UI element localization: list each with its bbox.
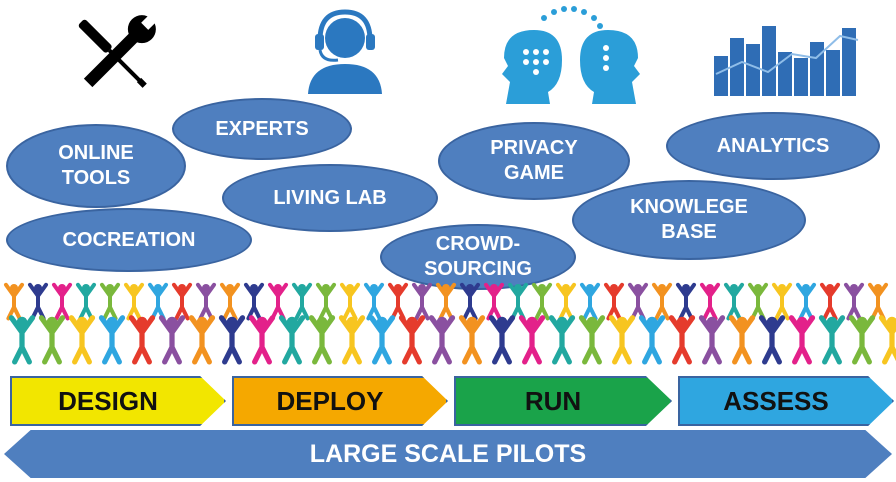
crowd-person xyxy=(428,315,456,365)
crowd-person xyxy=(316,282,336,321)
stage-assess-label: ASSESS xyxy=(723,385,829,416)
crowd-person xyxy=(508,282,528,321)
crowd-person xyxy=(580,282,600,321)
stage-run-label: RUN xyxy=(524,385,582,416)
crowd-person xyxy=(68,315,96,365)
crowd-illustration xyxy=(0,274,896,374)
crowd-person xyxy=(292,282,312,321)
crowd-person xyxy=(628,282,648,321)
crowd-person xyxy=(488,315,516,365)
bubble-crowdsourcing-label: CROWD- SOURCING xyxy=(424,233,532,280)
crowd-person xyxy=(28,282,48,321)
crowd-person xyxy=(412,282,432,321)
stage-design: DESIGN xyxy=(10,376,226,426)
crowd-person xyxy=(52,282,72,321)
tools-icon xyxy=(60,6,170,106)
bubble-cocreation: COCREATION xyxy=(6,208,252,272)
crowd-person xyxy=(676,282,696,321)
crowd-person xyxy=(818,315,846,365)
shared-thinking-icon xyxy=(496,4,646,108)
crowd-person xyxy=(698,315,726,365)
bubble-living-lab: LIVING LAB xyxy=(222,164,438,232)
crowd-person xyxy=(608,315,636,365)
bubble-living-lab-label: LIVING LAB xyxy=(273,186,387,209)
bubble-knowledge-base-label: KNOWLEGE BASE xyxy=(630,196,748,243)
bubble-analytics: ANALYTICS xyxy=(666,112,880,180)
stage-deploy: DEPLOY xyxy=(232,376,448,426)
crowd-person xyxy=(368,315,396,365)
large-scale-pilots-banner: LARGE SCALE PILOTS xyxy=(4,430,892,478)
crowd-person xyxy=(308,315,336,365)
bubble-experts: EXPERTS xyxy=(172,98,352,160)
support-agent-icon xyxy=(300,8,390,94)
crowd-person xyxy=(532,282,552,321)
bubble-online-tools: ONLINE TOOLS xyxy=(6,124,186,208)
crowd-person xyxy=(268,282,288,321)
crowd-person xyxy=(772,282,792,321)
stage-assess: ASSESS xyxy=(678,376,894,426)
crowd-person xyxy=(668,315,696,365)
bubble-experts-label: EXPERTS xyxy=(215,117,309,140)
crowd-person xyxy=(796,282,816,321)
bubble-online-tools-label: ONLINE TOOLS xyxy=(58,142,134,189)
crowd-person xyxy=(788,315,816,365)
crowd-person xyxy=(868,282,888,321)
crowd-person xyxy=(128,315,156,365)
bubble-privacy-game: PRIVACY GAME xyxy=(438,122,630,200)
crowd-person xyxy=(338,315,366,365)
crowd-person xyxy=(652,282,672,321)
crowd-person xyxy=(436,282,456,321)
crowd-person xyxy=(278,315,306,365)
crowd-person xyxy=(196,282,216,321)
crowd-person xyxy=(248,315,276,365)
crowd-person xyxy=(758,315,786,365)
crowd-person xyxy=(148,282,168,321)
crowd-person xyxy=(76,282,96,321)
bubble-cocreation-label: COCREATION xyxy=(62,228,196,251)
crowd-person xyxy=(518,315,546,365)
bubble-analytics-label: ANALYTICS xyxy=(716,134,830,157)
crowd-person xyxy=(340,282,360,321)
crowd-person xyxy=(172,282,192,321)
crowd-person xyxy=(244,282,264,321)
crowd-person xyxy=(188,315,216,365)
crowd-person xyxy=(218,315,246,365)
bubble-privacy-game-label: PRIVACY GAME xyxy=(490,137,578,184)
crowd-person xyxy=(364,282,384,321)
crowd-person xyxy=(158,315,186,365)
crowd-person xyxy=(4,282,24,321)
crowd-person xyxy=(820,282,840,321)
crowd-person xyxy=(728,315,756,365)
crowd-person xyxy=(458,315,486,365)
crowd-person xyxy=(878,315,896,365)
crowd-person xyxy=(556,282,576,321)
crowd-person xyxy=(484,282,504,321)
crowd-person xyxy=(848,315,876,365)
crowd-person xyxy=(124,282,144,321)
banner-label: LARGE SCALE PILOTS xyxy=(309,439,587,468)
crowd-person xyxy=(578,315,606,365)
crowd-person xyxy=(98,315,126,365)
crowd-person xyxy=(388,282,408,321)
crowd-person xyxy=(700,282,720,321)
bubble-crowdsourcing: CROWD- SOURCING xyxy=(380,224,576,290)
stage-deploy-label: DEPLOY xyxy=(276,385,384,416)
crowd-person xyxy=(460,282,480,321)
crowd-person xyxy=(220,282,240,321)
analytics-chart-icon xyxy=(712,14,862,96)
crowd-person xyxy=(604,282,624,321)
crowd-person xyxy=(38,315,66,365)
crowd-person xyxy=(844,282,864,321)
stage-run: RUN xyxy=(454,376,672,426)
crowd-person xyxy=(548,315,576,365)
bubble-knowledge-base: KNOWLEGE BASE xyxy=(572,180,806,260)
crowd-person xyxy=(8,315,36,365)
crowd-person xyxy=(398,315,426,365)
crowd-person xyxy=(724,282,744,321)
crowd-person xyxy=(638,315,666,365)
crowd-person xyxy=(100,282,120,321)
crowd-person xyxy=(748,282,768,321)
stage-design-label: DESIGN xyxy=(58,385,158,416)
